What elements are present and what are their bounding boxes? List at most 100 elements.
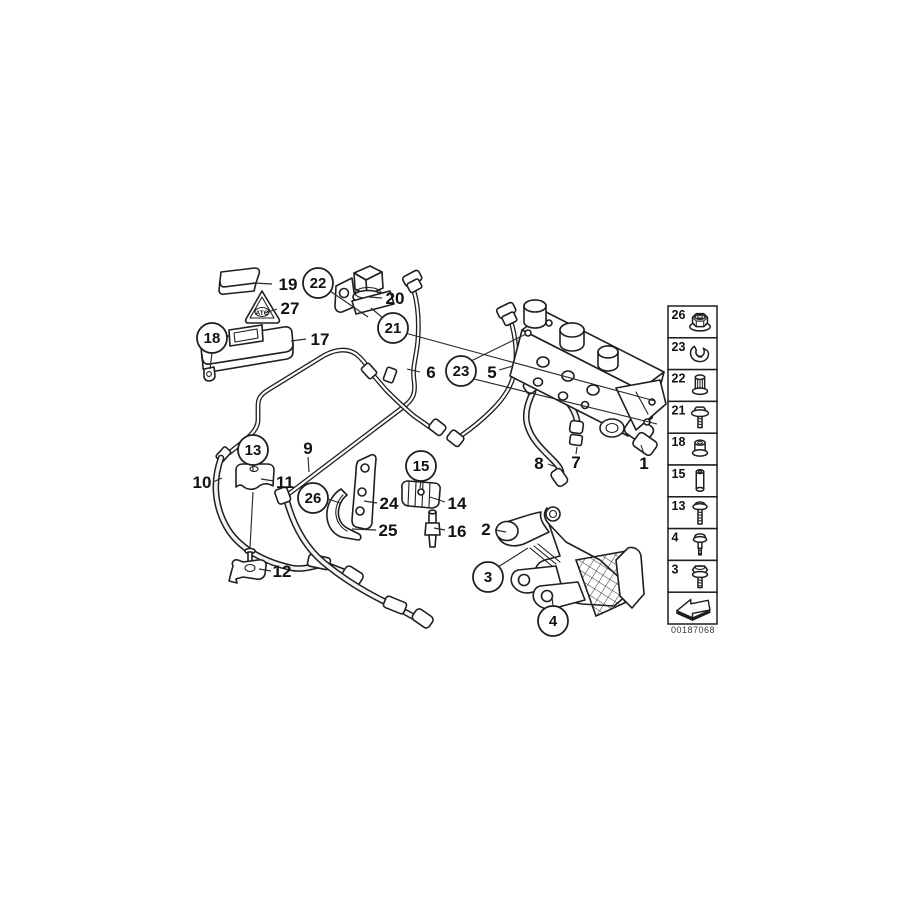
leader-line-19 [253,282,273,285]
callout-22: 22 [302,267,334,299]
callout-circle [377,312,409,344]
callout-circle [302,267,334,299]
callout-13: 13 [237,434,269,466]
callout-14: 14 [448,494,467,513]
callout-number: 2 [481,520,490,539]
callout-number: 4 [549,613,558,630]
leader-line-3 [497,547,529,568]
legend-item-26: 26 [667,305,718,339]
leader-line-4 [551,596,554,607]
callout-number: 27 [281,299,300,318]
legend-item-21: 21 [667,400,718,434]
callout-number: 10 [193,473,212,492]
callout-19: 19 [279,275,298,294]
leader-line-1 [640,444,645,455]
image-id: 00187068 [671,625,715,635]
callout-6: 6 [426,363,435,382]
legend-box [667,496,718,530]
callout-number: 5 [487,363,496,382]
cover-lid [218,267,261,296]
callout-26: 26 [297,482,329,514]
callout-3: 3 [472,561,504,593]
callout-9: 9 [303,439,312,458]
leader-line-12 [258,568,272,572]
hose-lower [274,486,434,629]
leader-line-10 [212,477,223,483]
bushing-pin-icon [695,469,705,493]
legend-number: 13 [672,499,686,513]
callout-number: 14 [448,494,467,513]
connector-16 [424,509,441,548]
callout-number: 1 [639,454,648,473]
leader-line-9 [307,456,310,473]
callout-7: 7 [571,453,580,472]
callout-24: 24 [380,494,399,513]
rubber-clamp-11 [235,463,275,491]
support-bracket [495,506,645,618]
legend-number: 23 [672,340,686,354]
callout-27: 27 [281,299,300,318]
leader-line-14 [429,496,446,503]
flange-nut-icon [688,312,712,332]
callout-number: 8 [534,454,543,473]
callout-16: 16 [448,522,467,541]
leader-line-25 [351,528,377,531]
legend-box [667,432,718,466]
leader-line-5 [498,365,514,371]
callout-circle [445,355,477,387]
legend-number: 4 [672,531,679,545]
leader-line-26 [327,498,341,504]
legend-number: 22 [672,372,686,386]
callout-circle [196,322,228,354]
legend-box [667,464,718,498]
leader-line-7 [575,446,578,455]
clamp-bracket-12 [228,547,267,584]
valve-block-unit [509,299,667,457]
callout-25: 25 [379,521,398,540]
hose-8 [522,375,569,488]
legend-item-4: 4 [667,527,718,562]
callout-circle [537,605,569,637]
legend-item-arrow [667,591,718,625]
callout-number: 6 [426,363,435,382]
leader-line-11 [260,478,275,482]
callout-8: 8 [534,454,543,473]
pipe-clamp-14 [401,480,441,509]
solenoid-valve [334,265,395,315]
legend-number: 15 [672,467,686,481]
callout-circle [237,434,269,466]
fastener-legend: 26 23 22 21 18 15 13 4 3 [667,305,718,625]
callout-number: 3 [484,569,492,586]
leader-line-22 [329,290,369,318]
legend-item-18: 18 [667,432,718,466]
leader-line-23 [473,378,658,425]
leader-line-8 [547,463,557,468]
callout-5: 5 [487,363,496,382]
callout-circle [297,482,329,514]
leader-line-15 [419,480,422,489]
callout-15: 15 [405,450,437,482]
leader-line-2 [494,529,507,533]
leader-line-20 [368,296,383,299]
callout-number: 22 [310,275,327,292]
legend-number: 3 [672,562,679,576]
callout-number: 7 [571,453,580,472]
callout-23: 23 [445,355,477,387]
legend-number: 26 [672,308,686,322]
callout-number: 9 [303,439,312,458]
callout-4: 4 [537,605,569,637]
callout-number: 13 [245,442,262,459]
legend-box [667,559,718,593]
leader-line-13 [249,491,254,549]
legend-number: 18 [672,435,686,449]
leader-lines [209,282,658,607]
leader-line-16 [433,527,446,531]
leader-line-17 [290,338,307,342]
legend-number: 21 [672,403,686,417]
leader-line-24 [363,500,378,504]
callout-number: 25 [379,521,398,540]
callout-11: 11 [276,473,294,492]
